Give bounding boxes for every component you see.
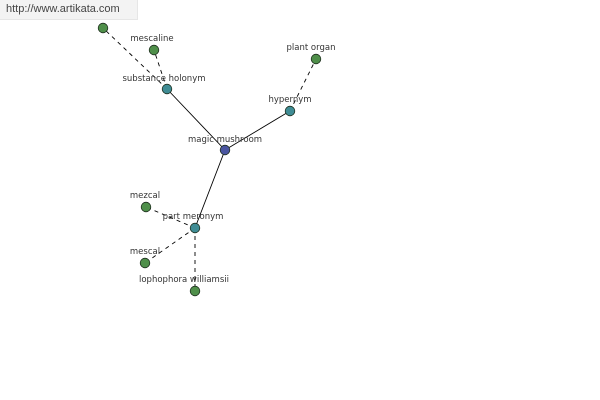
- url-link[interactable]: http://www.artikata.com: [6, 3, 120, 15]
- node-part-meronym[interactable]: [189, 222, 201, 234]
- label-substance-holonym[interactable]: substance holonym: [122, 74, 205, 84]
- node-substance-holonym[interactable]: [161, 83, 173, 95]
- edge-magic-mushroom-substance-holonym: [166, 88, 226, 151]
- node-hypernym[interactable]: [284, 105, 296, 117]
- edge-substance-holonym-unlabeled-leaf: [102, 27, 168, 90]
- label-mescal[interactable]: mescal: [130, 247, 160, 257]
- label-plant-organ[interactable]: plant organ: [287, 43, 336, 53]
- label-magic-mushroom[interactable]: magic mushroom: [188, 135, 262, 145]
- edge-magic-mushroom-part-meronym: [194, 149, 226, 229]
- node-unlabeled-leaf[interactable]: [97, 22, 109, 34]
- node-magic-mushroom[interactable]: [219, 144, 231, 156]
- labels-layer: magic mushroom substance holonym hypernym p…: [122, 34, 335, 285]
- node-mezcal-1[interactable]: [140, 201, 152, 213]
- edge-substance-holonym-mescaline: [153, 49, 168, 90]
- label-part-meronym[interactable]: part meronym: [163, 212, 224, 222]
- label-mescaline[interactable]: mescaline: [130, 34, 173, 44]
- node-mescaline[interactable]: [148, 44, 160, 56]
- label-mezcal-1[interactable]: mezcal: [130, 191, 160, 201]
- edge-hypernym-plant-organ: [289, 58, 317, 112]
- label-lophophora-williamsii[interactable]: lophophora williamsii: [139, 275, 229, 285]
- url-banner[interactable]: http://www.artikata.com: [0, 0, 138, 20]
- nodes-layer: [97, 22, 322, 297]
- edge-part-meronym-mezcal-1: [145, 206, 196, 229]
- node-lophophora-williamsii[interactable]: [189, 285, 201, 297]
- node-plant-organ[interactable]: [310, 53, 322, 65]
- edges-layer: [102, 27, 317, 291]
- node-mescal[interactable]: [139, 257, 151, 269]
- label-hypernym[interactable]: hypernym: [268, 95, 311, 105]
- edge-part-meronym-mescal: [144, 227, 196, 264]
- edge-magic-mushroom-hypernym: [224, 110, 291, 151]
